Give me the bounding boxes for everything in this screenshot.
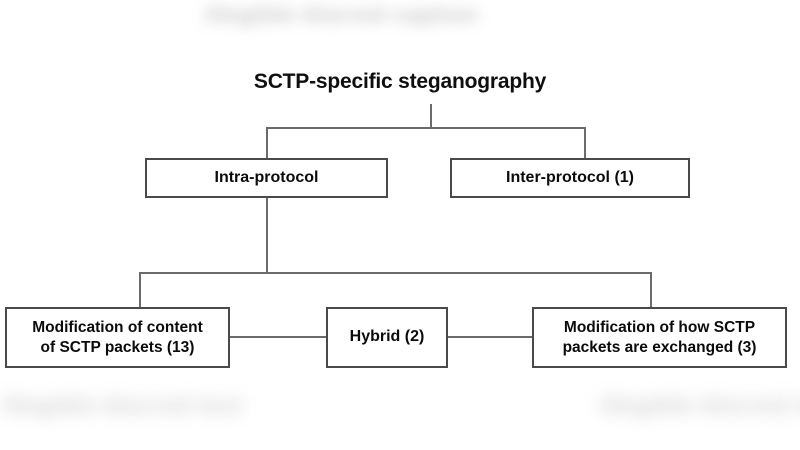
node-inter-protocol-label: Inter-protocol (1): [506, 168, 634, 186]
connector-drop-intra: [266, 127, 268, 159]
node-hybrid-label: Hybrid (2): [349, 328, 425, 346]
node-intra-protocol: Intra-protocol: [145, 158, 388, 198]
connector-level1-bar: [266, 127, 586, 129]
connector-drop-inter: [584, 127, 586, 159]
node-modification-of-content-line1: Modification of content: [32, 318, 203, 336]
node-intra-protocol-label: Intra-protocol: [214, 168, 319, 186]
blurred-caption-bottom-left: illegible blurred text: [2, 392, 243, 418]
connector-root-stem: [430, 104, 432, 128]
connector-hybrid-left: [229, 336, 327, 338]
node-hybrid: Hybrid (2): [326, 307, 448, 368]
node-modification-of-exchange: Modification of how SCTP packets are exc…: [532, 307, 787, 368]
node-modification-of-exchange-line1: Modification of how SCTP: [563, 318, 756, 336]
node-modification-of-content-line2: of SCTP packets (13): [40, 338, 195, 356]
blurred-caption-bottom-right: illegible blurred text: [600, 392, 800, 418]
connector-hybrid-right: [447, 336, 533, 338]
node-modification-of-content: Modification of content of SCTP packets …: [5, 307, 230, 368]
node-inter-protocol: Inter-protocol (1): [450, 158, 690, 198]
blurred-caption-top: illegible blurred caption: [205, 2, 479, 27]
connector-drop-right: [650, 272, 652, 308]
node-modification-of-exchange-line2: packets are exchanged (3): [562, 338, 757, 356]
node-modification-of-content-label: Modification of content of SCTP packets …: [26, 318, 208, 358]
diagram-title: SCTP-specific steganography: [253, 70, 547, 93]
connector-drop-left: [139, 272, 141, 308]
connector-level2-bar: [139, 272, 652, 274]
connector-intra-stem: [266, 197, 268, 273]
node-modification-of-exchange-label: Modification of how SCTP packets are exc…: [557, 318, 763, 358]
